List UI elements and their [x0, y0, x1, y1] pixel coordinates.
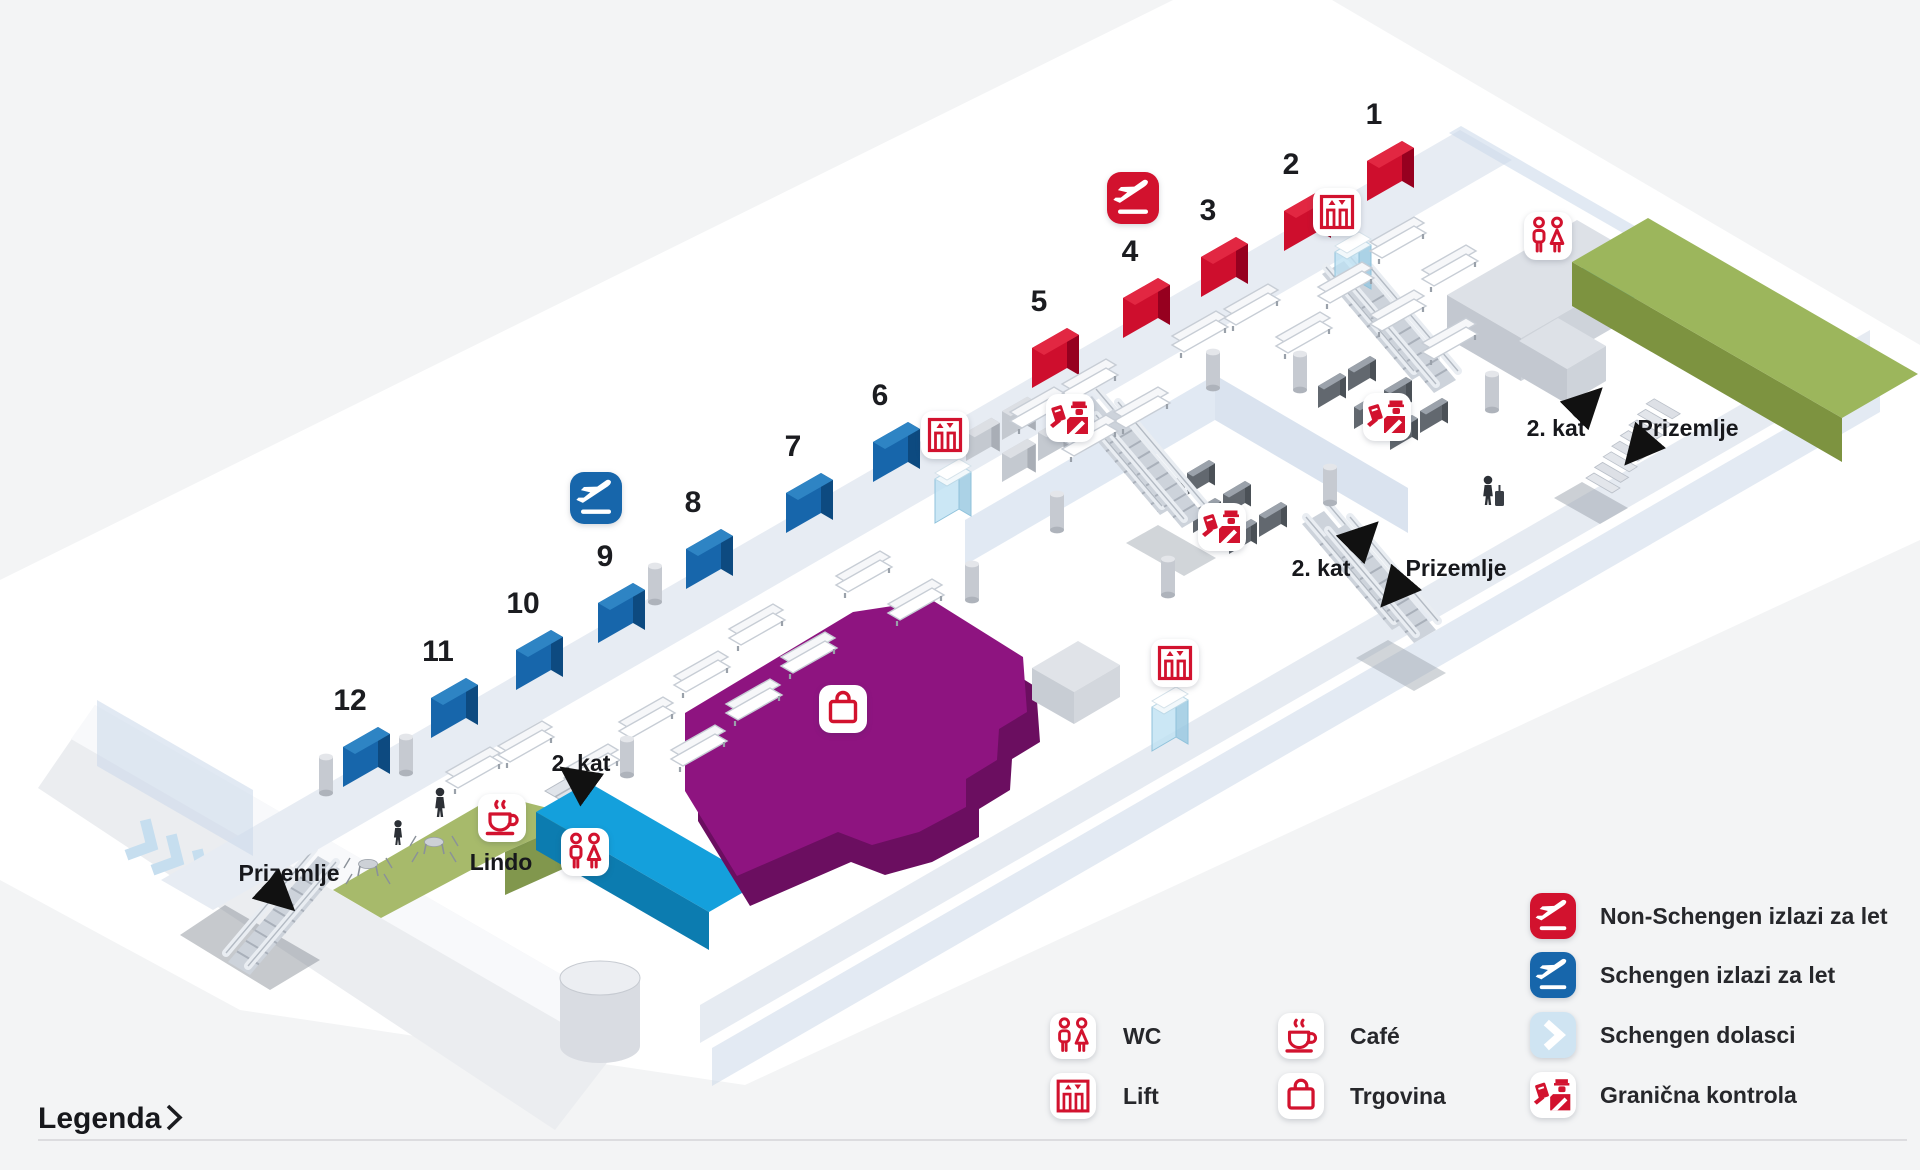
non-schengen-departures-icon — [1107, 172, 1159, 224]
legend-label-schengen: Schengen izlazi za let — [1600, 962, 1836, 988]
shop-icon — [819, 685, 867, 733]
border-control-legend-icon — [1530, 1072, 1576, 1118]
gate-number: 1 — [1366, 98, 1383, 131]
gate-3: 3 — [1200, 194, 1248, 297]
ground-floor-label: Prizemlje — [1638, 415, 1739, 441]
second-floor-label: 2. kat — [1292, 555, 1351, 581]
non-schengen-legend-icon — [1530, 893, 1576, 939]
arrow-up-icon — [1335, 521, 1379, 565]
arrivals-structures — [1447, 126, 1918, 524]
legend-label-lift: Lift — [1123, 1083, 1159, 1109]
traveler-figure — [1483, 475, 1504, 506]
terminal-left-wall — [97, 700, 253, 856]
arrow-up-icon — [1559, 387, 1603, 431]
gates: 1 2 3 4 5 6 7 8 9 10 11 12 — [333, 98, 1414, 787]
legend: WC Lift Café Trgovina Non-Schengen izlaz… — [1050, 893, 1888, 1119]
ground-floor-label: Prizemlje — [239, 860, 340, 886]
border-control-icon — [1046, 394, 1094, 442]
cafe-name-label: Lindo — [470, 849, 533, 875]
gate-10: 10 — [506, 587, 563, 690]
stairwell-opening — [1356, 640, 1446, 691]
gate-number: 12 — [333, 684, 366, 717]
legend-label-border-control: Granična kontrola — [1600, 1082, 1797, 1108]
gate-number: 11 — [422, 635, 454, 668]
border-control-icon — [1363, 393, 1411, 441]
schengen-arrivals-legend-icon — [1530, 1012, 1576, 1058]
second-floor-label: 2. kat — [1527, 415, 1586, 441]
cylindrical-kiosk — [559, 960, 641, 1063]
schengen-legend-icon — [1530, 952, 1576, 998]
gate-number: 9 — [597, 540, 614, 573]
legend-label-cafe: Café — [1350, 1023, 1400, 1049]
gate-number: 3 — [1200, 194, 1217, 227]
legend-title[interactable]: Legenda — [38, 1102, 162, 1135]
outer-wall-band — [712, 374, 1880, 1086]
gate-number: 6 — [872, 379, 889, 412]
stairwell-opening — [1126, 525, 1216, 576]
gate-5: 5 — [1031, 285, 1079, 388]
gate-4: 4 — [1122, 235, 1170, 338]
gate-number: 8 — [685, 486, 702, 519]
gate-number: 7 — [785, 430, 802, 463]
second-floor-label: 2. kat — [552, 750, 611, 776]
gate-number: 2 — [1283, 148, 1300, 181]
gate-number: 10 — [506, 587, 539, 620]
gate-1: 1 — [1366, 98, 1414, 201]
gate-corridor-band — [161, 130, 1512, 910]
lift-icon — [1151, 639, 1199, 687]
lift-icon — [1313, 188, 1361, 236]
schengen-departures-icon — [570, 472, 622, 524]
ground-floor-label: Prizemlje — [1406, 555, 1507, 581]
gate-2: 2 — [1283, 148, 1331, 251]
cafe-table — [343, 857, 393, 885]
legend-label-arrivals: Schengen dolasci — [1600, 1022, 1796, 1048]
gate-9: 9 — [597, 540, 645, 643]
legend-label-non-schengen: Non-Schengen izlazi za let — [1600, 903, 1888, 929]
gate-7: 7 — [785, 430, 833, 533]
lift-icon — [921, 411, 969, 459]
gate-8: 8 — [685, 486, 733, 589]
lift-legend-icon — [1050, 1073, 1096, 1119]
floor-labels: 2. kat Prizemlje 2. kat Prizemlje 2. kat… — [239, 387, 1739, 912]
interior-wall — [1215, 375, 1408, 533]
gate-6: 6 — [872, 379, 920, 482]
cafe-table — [409, 835, 459, 863]
arrow-down-icon — [1380, 563, 1423, 608]
legend-label-shop: Trgovina — [1350, 1083, 1446, 1109]
gray-block — [1032, 641, 1120, 724]
arrow-up-left-icon — [559, 766, 605, 807]
border-control-icon — [1198, 503, 1246, 551]
gate-number: 4 — [1122, 235, 1139, 268]
arrow-down-right-icon — [251, 868, 296, 912]
shop-area — [685, 600, 1040, 906]
gate-12: 12 — [333, 684, 390, 787]
green-roof — [1572, 218, 1918, 462]
legend-label-wc: WC — [1123, 1023, 1161, 1049]
arrow-down-icon — [1624, 421, 1667, 466]
chevron-right-icon[interactable] — [166, 1104, 183, 1131]
cafe-icon — [478, 794, 526, 842]
wc-icon — [1524, 212, 1572, 260]
gate-number: 5 — [1031, 285, 1048, 318]
interior-wall — [965, 375, 1215, 565]
wc-icon — [561, 828, 609, 876]
legend-toggle[interactable]: Legenda — [38, 1102, 183, 1135]
gate-11: 11 — [422, 635, 478, 738]
shop-legend-icon — [1278, 1073, 1324, 1119]
wc-legend-icon — [1050, 1013, 1096, 1059]
cafe-legend-icon — [1278, 1013, 1324, 1059]
